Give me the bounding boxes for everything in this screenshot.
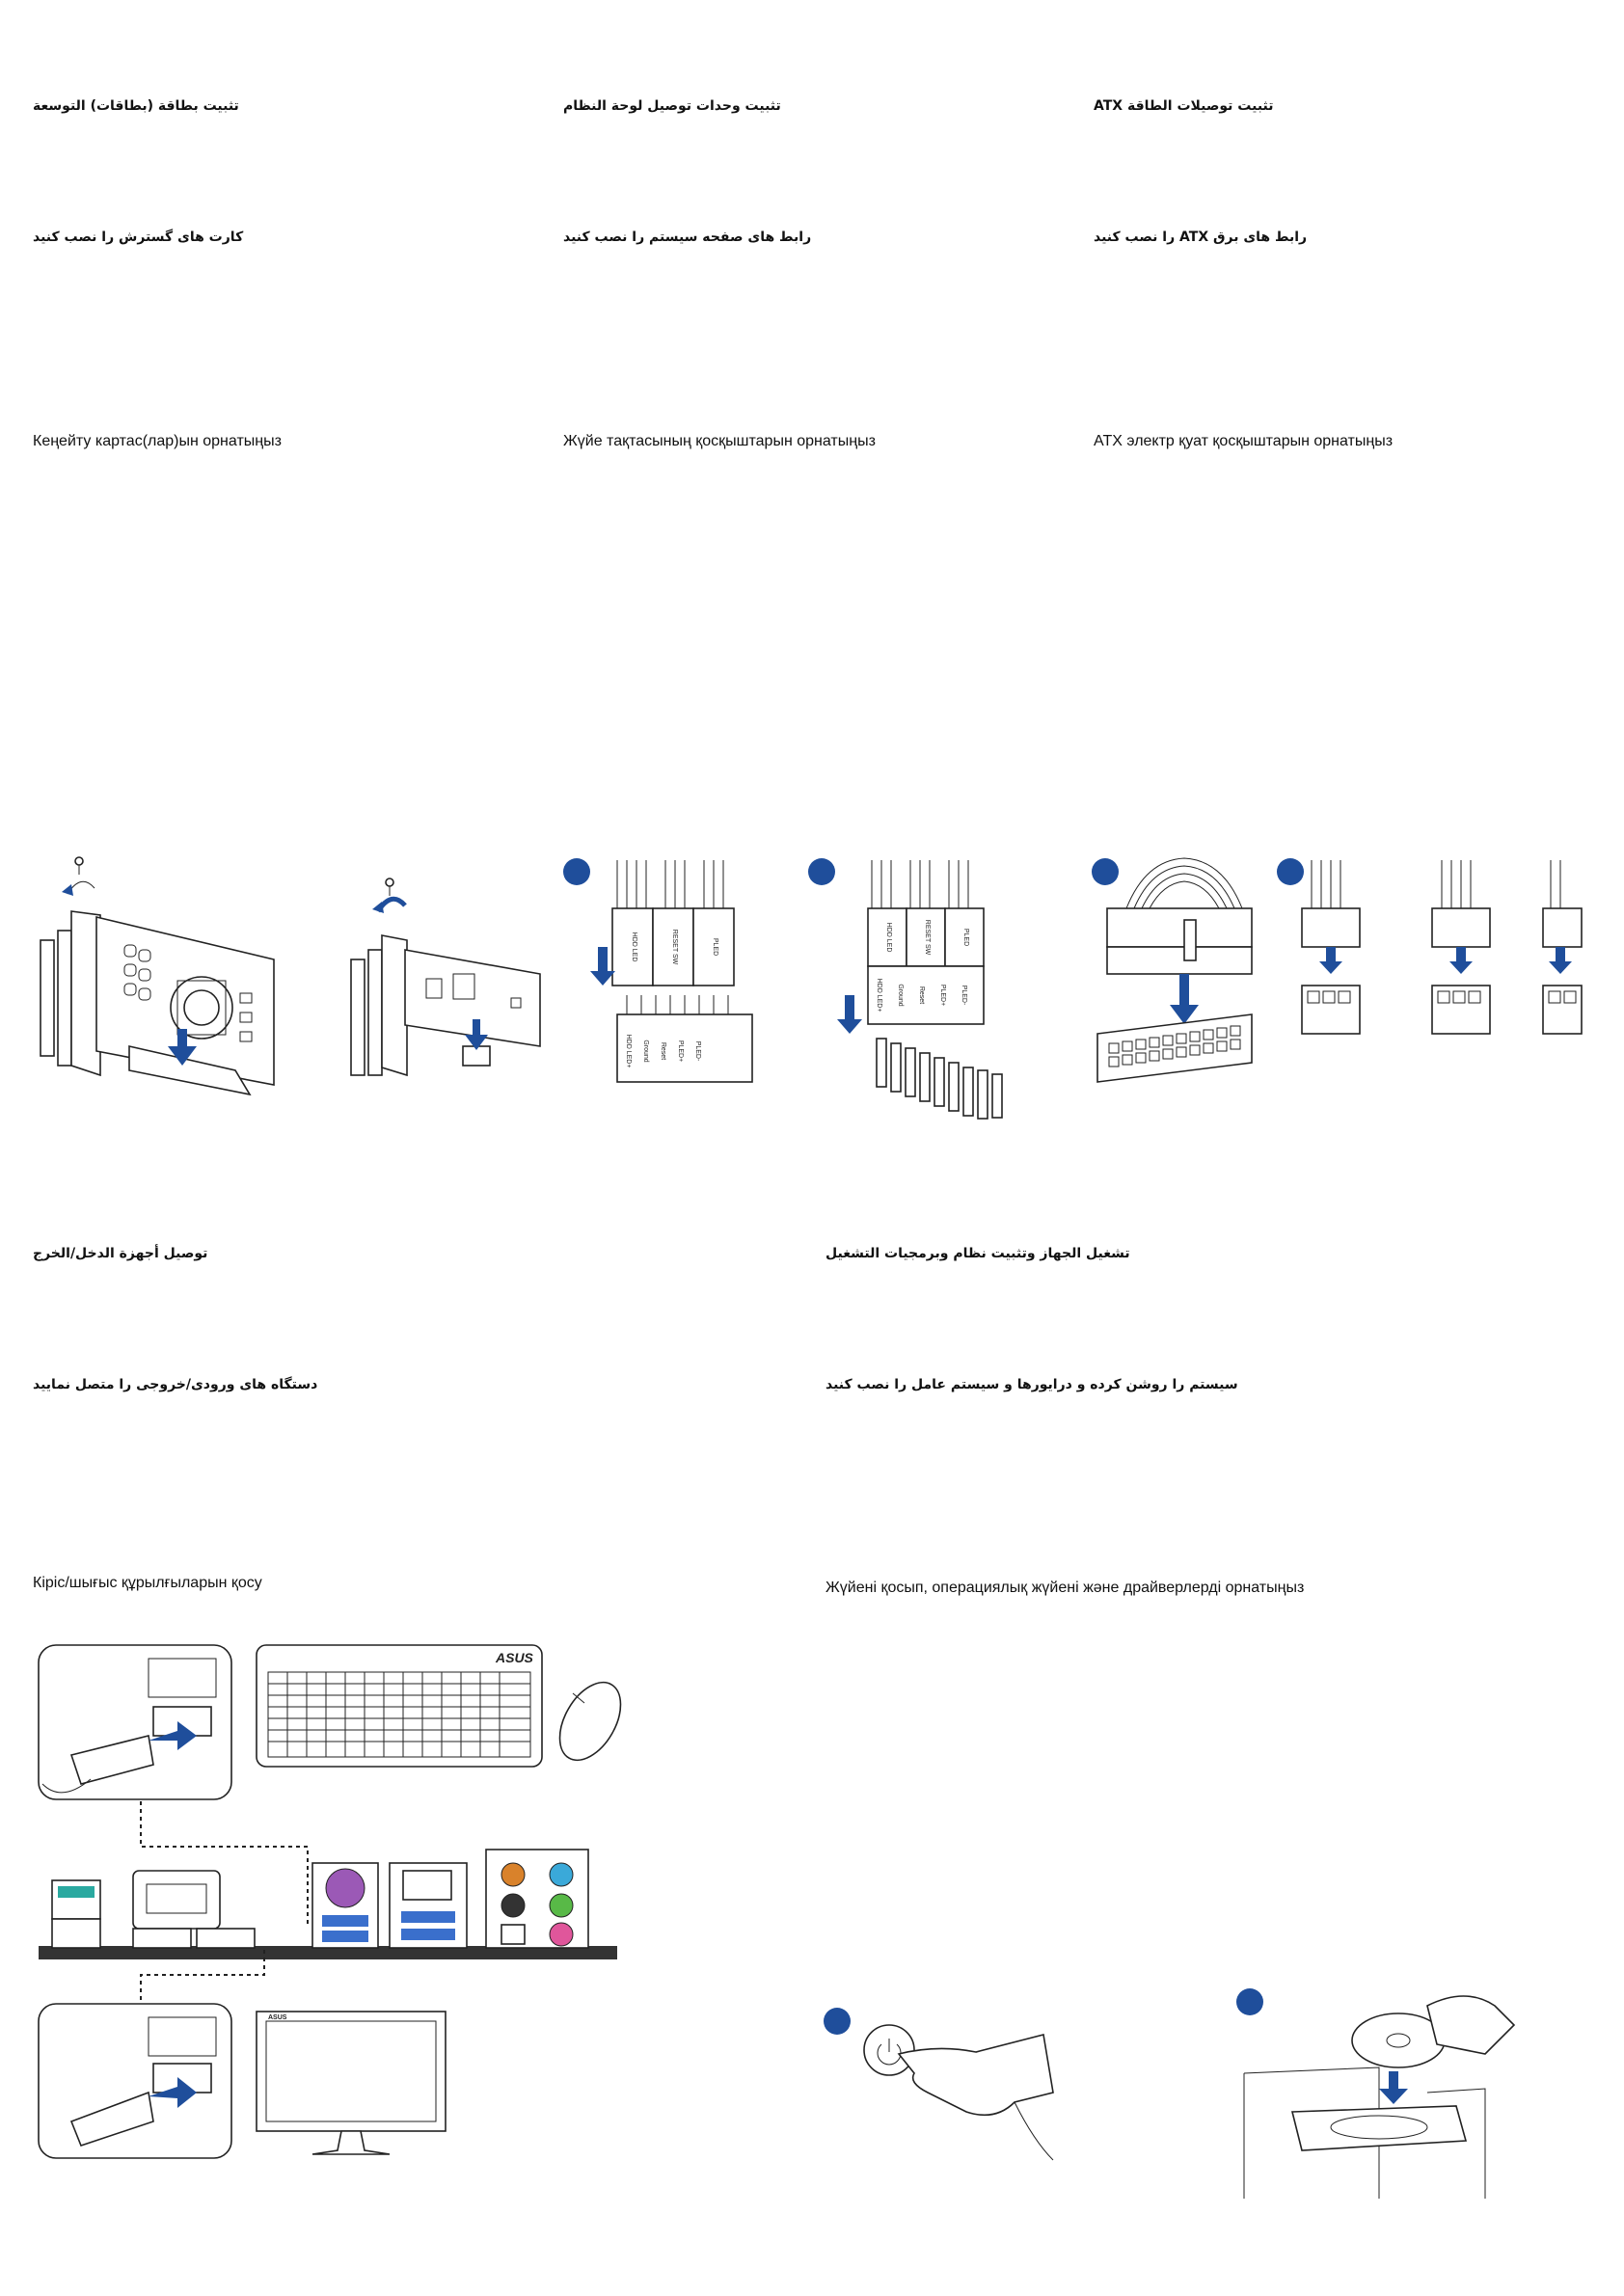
displayport (196, 1928, 256, 1949)
pin-label-reset-sw-b: RESET SW (924, 920, 931, 956)
power-on-illustration (824, 2008, 1054, 2161)
step-marker-atx-24pin (1092, 858, 1119, 885)
atx-heading-arabic: تثبيت توصيلات الطاقة ATX (1094, 98, 1274, 114)
header-label-ground-b: Ground (897, 984, 904, 1006)
header-label-hdd-led-plus-a: HDD LED+ (625, 1035, 632, 1068)
header-label-pled-plus-b: PLED+ (939, 985, 946, 1006)
atx-cpu-power-illustration (1277, 858, 1583, 1035)
audio-port-pink (549, 1922, 574, 1947)
install-drivers-illustration (1236, 1988, 1516, 2199)
expansion-heading-kazakh: Кеңейту картас(лар)ын орнатыңыз (33, 433, 282, 449)
spdif-port (501, 1924, 526, 1945)
cpu-connector-8pin-1 (1301, 860, 1361, 1035)
io-heading-kazakh: Кіріс/шығыс құрылғыларын қосу (33, 1575, 262, 1591)
atx-heading-farsi: رابط های برق ATX را نصب کنید (1094, 230, 1308, 245)
pin-label-pled-a: PLED (712, 938, 718, 956)
step-marker-a (563, 858, 590, 885)
step-marker-disc (1236, 1988, 1263, 2015)
header-label-ground-a: Ground (642, 1040, 649, 1062)
step-marker-power (824, 2008, 851, 2035)
system-panel-connector-illustration-b: HDD LED RESET SW PLED HDD LED+ Ground Re… (808, 858, 1003, 1120)
usb3-port-4 (401, 1929, 455, 1940)
header-label-reset-a: Reset (660, 1042, 666, 1060)
pin-label-pled-b: PLED (962, 929, 969, 946)
usb-c-port (51, 1918, 101, 1949)
pin-label-reset-sw-a: RESET SW (671, 930, 678, 965)
atx-24pin-illustration (1092, 857, 1253, 1083)
audio-port-orange (501, 1862, 526, 1887)
cpu-connector-4pin (1542, 860, 1583, 1035)
system-panel-heading-farsi: رابط های صفحه سیستم را نصب کنید (563, 230, 812, 245)
system-panel-connector-illustration-a: HDD LED RESET SW PLED HDD LED+ Ground Re… (563, 858, 753, 1083)
lan-port (402, 1870, 452, 1901)
step-marker-atx-cpu (1277, 858, 1304, 885)
pin-label-hdd-led-b: HDD LED (885, 923, 892, 953)
expansion-heading-farsi: کارت های گسترش را نصب کنید (33, 230, 244, 245)
monitor-brand-label: ASUS (268, 2014, 287, 2021)
header-label-pled-plus-a: PLED+ (677, 1040, 684, 1062)
power-on-heading-farsi: سیستم را روشن کرده و درایورها و سیستم عا… (826, 1377, 1238, 1392)
keyboard-brand-label: ASUS (495, 1650, 534, 1665)
system-panel-heading-arabic: تثبيت وحدات توصيل لوحة النظام (563, 98, 781, 114)
system-panel-heading-kazakh: Жүйе тақтасының қосқыштарын орнатыңыз (563, 433, 876, 449)
header-label-reset-b: Reset (918, 986, 925, 1004)
audio-port-black (501, 1893, 526, 1918)
expansion-card-small-illustration (350, 878, 541, 1077)
audio-port-blue (549, 1862, 574, 1887)
header-label-pled-minus-b: PLED- (961, 986, 967, 1006)
expansion-card-large-illustration (40, 856, 275, 1096)
rear-io-panel-base (39, 1946, 617, 1959)
header-label-pled-minus-a: PLED- (694, 1041, 701, 1062)
mouse-icon (558, 1681, 622, 1762)
step-marker-b (808, 858, 835, 885)
atx-heading-kazakh: ATX электр қуат қосқыштарын орнатыңыз (1094, 433, 1394, 449)
header-label-hdd-led-plus-b: HDD LED+ (876, 979, 882, 1013)
audio-port-green (549, 1893, 574, 1918)
io-connection-illustration: ASUS ASUS (38, 1644, 622, 2159)
expansion-heading-arabic: تثبيت بطاقة (بطاقات) التوسعة (33, 98, 239, 114)
power-on-heading-kazakh: Жүйені қосып, операциялық жүйені және др… (826, 1580, 1305, 1596)
usb3-port-1 (322, 1915, 368, 1927)
disc-tray (1290, 2105, 1468, 2151)
io-heading-farsi: دستگاه های ورودی/خروجی را متصل نمایید (33, 1377, 318, 1392)
io-heading-arabic: توصيل أجهزة الدخل/الخرج (33, 1246, 208, 1261)
keyboard-icon (256, 1644, 543, 1768)
power-on-heading-arabic: تشغيل الجهاز وتثبيت نظام وبرمجيات التشغي… (826, 1246, 1130, 1261)
cpu-connector-8pin-2 (1431, 860, 1491, 1035)
hdmi-port (132, 1928, 192, 1949)
ps2-port (325, 1868, 365, 1908)
monitor-icon (256, 2011, 447, 2132)
pin-label-hdd-led-a: HDD LED (631, 932, 637, 962)
usb3-port-2 (322, 1931, 368, 1942)
usb3-port-3 (401, 1911, 455, 1923)
